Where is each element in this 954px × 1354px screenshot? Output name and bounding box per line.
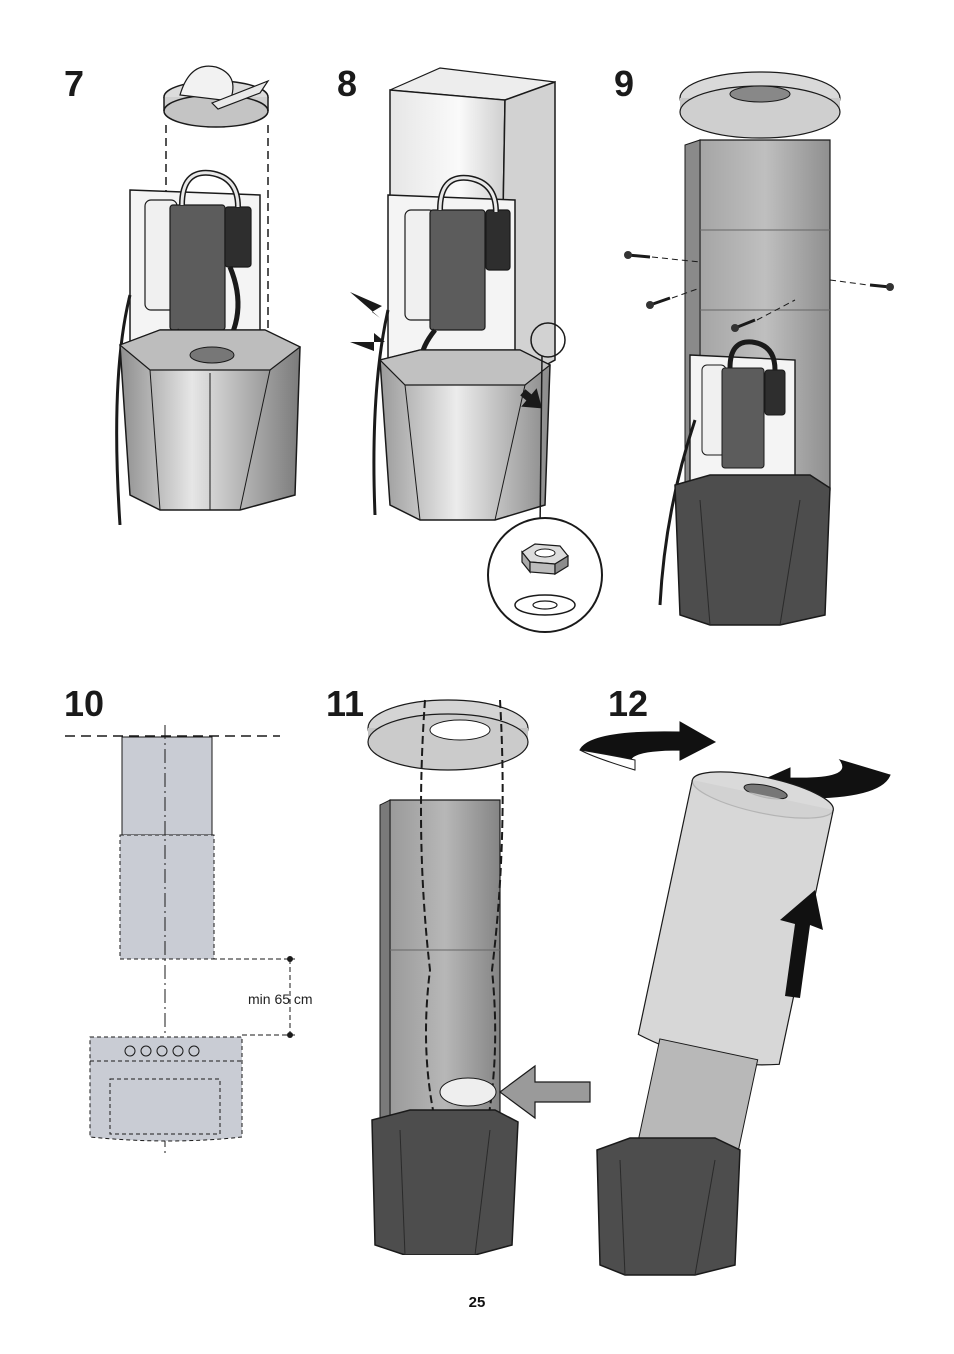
screw-icon — [870, 283, 894, 291]
screw-icon — [624, 251, 650, 259]
washer-icon — [515, 595, 575, 615]
step-10-illustration: min 65 cm — [60, 725, 350, 1155]
step-number-12: 12 — [608, 686, 648, 722]
min-distance-label: min 65 cm — [248, 991, 313, 1007]
nut-icon — [522, 544, 568, 574]
step-number-10: 10 — [64, 686, 104, 722]
step-11-illustration — [360, 690, 600, 1255]
step-8-illustration — [350, 60, 610, 640]
step-7-illustration — [100, 55, 320, 525]
page-number: 25 — [0, 1294, 954, 1311]
screw-icon — [646, 298, 670, 309]
arrow-icon — [350, 292, 382, 318]
backdraft-valve-icon — [164, 66, 268, 127]
step-9-illustration — [620, 70, 910, 635]
step-number-7: 7 — [64, 66, 84, 102]
rotate-arrow-icon — [580, 722, 715, 770]
step-number-11: 11 — [326, 686, 364, 722]
step-12-illustration — [575, 720, 905, 1280]
